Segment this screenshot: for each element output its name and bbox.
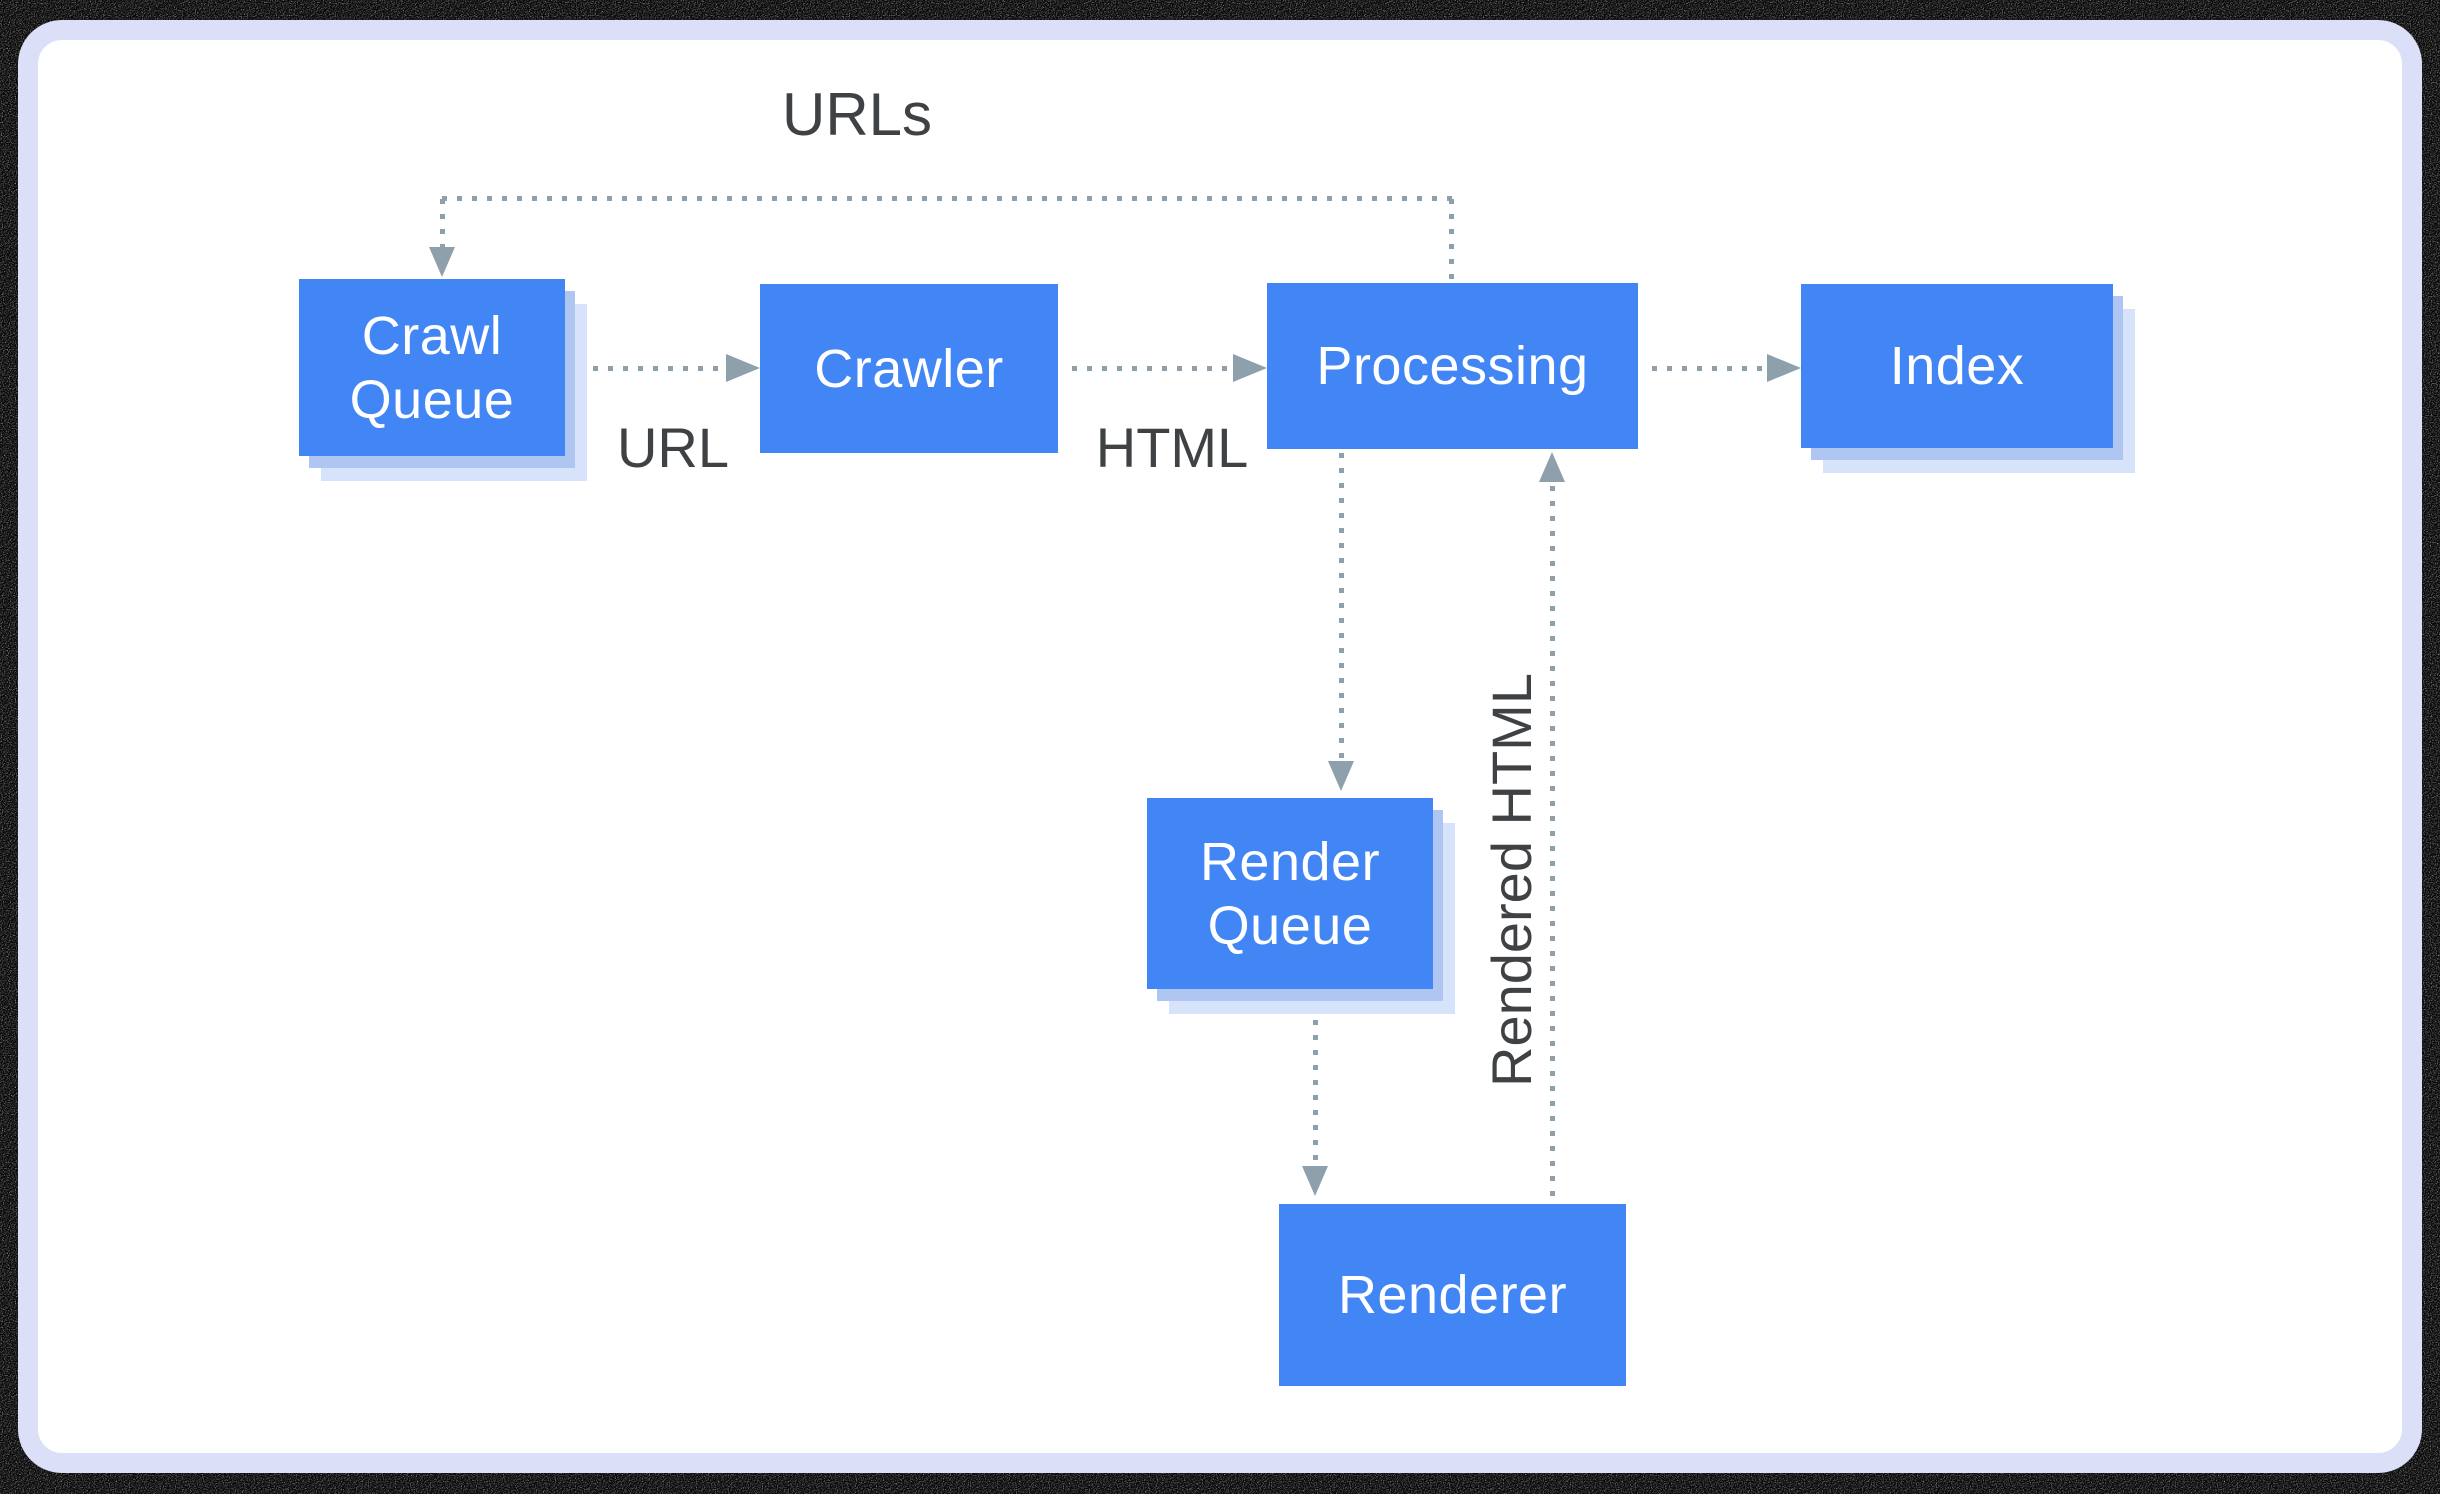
html-edge-label: HTML [1095, 416, 1249, 479]
processing-label: Processing [1316, 336, 1589, 396]
index-node: Index [1801, 284, 2113, 448]
rendered-html-edge-label: Rendered HTML [1480, 673, 1543, 1087]
arrowhead-into-render-queue [1328, 761, 1354, 791]
edge-crawlqueue-to-crawler [578, 366, 726, 371]
arrowhead-into-index [1767, 354, 1801, 382]
index-label: Index [1889, 336, 2025, 396]
arrowhead-into-crawler [726, 354, 760, 382]
edge-processing-to-crawlqueue-riser [1449, 199, 1454, 285]
processing-node: Processing [1267, 283, 1638, 449]
renderer-label: Renderer [1337, 1265, 1568, 1325]
url-edge-label: URL [616, 416, 730, 479]
edge-processing-to-renderqueue [1339, 453, 1344, 759]
diagram-card [18, 20, 2422, 1473]
edge-processing-to-crawlqueue-horizontal [442, 196, 1453, 201]
renderer-node: Renderer [1279, 1204, 1626, 1386]
crawl-queue-label-line1: Crawl [361, 305, 503, 366]
urls-edge-label: URLs [781, 81, 933, 148]
crawler-label: Crawler [814, 338, 1004, 399]
arrowhead-into-renderer [1302, 1166, 1328, 1196]
crawl-queue-node: Crawl Queue [299, 279, 565, 456]
render-queue-label-line1: Render [1199, 831, 1381, 892]
arrowhead-up-into-processing [1539, 452, 1565, 482]
edge-processing-to-crawlqueue-dropper [440, 199, 445, 247]
edge-crawler-to-processing [1072, 366, 1230, 371]
arrowhead-into-crawl-queue [429, 247, 455, 277]
render-queue-node: Render Queue [1147, 798, 1433, 989]
edge-processing-to-index [1652, 366, 1764, 371]
render-queue-label-line2: Queue [1207, 895, 1373, 956]
crawl-queue-label-line2: Queue [349, 369, 515, 430]
crawler-node: Crawler [760, 284, 1058, 453]
edge-renderer-to-processing [1550, 486, 1555, 1204]
edge-renderqueue-to-renderer [1313, 1005, 1318, 1165]
arrowhead-into-processing [1233, 354, 1267, 382]
